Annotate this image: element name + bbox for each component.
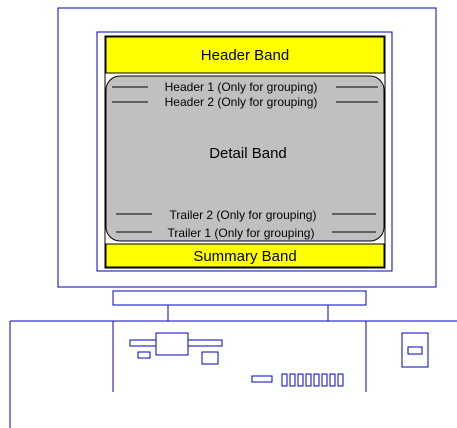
drive-slot-right	[187, 339, 223, 347]
vent-slot	[305, 373, 312, 387]
indicator-right	[201, 351, 219, 365]
power-slot	[251, 375, 273, 383]
side-unit	[401, 332, 429, 368]
drive-bay-center	[155, 332, 189, 356]
header1-label: Header 1 (Only for grouping)	[165, 80, 318, 94]
trailer1-label: Trailer 1 (Only for grouping)	[168, 226, 315, 240]
vent-slot	[321, 373, 328, 387]
monitor-outer-frame	[57, 7, 437, 288]
detail-band	[105, 75, 385, 242]
vent-slot	[313, 373, 320, 387]
vent-slot	[281, 373, 288, 387]
summary-band-label: Summary Band	[193, 248, 296, 265]
side-unit-slot	[407, 346, 423, 355]
drive-slot-left	[129, 339, 157, 347]
vent-slot	[337, 373, 344, 387]
vent-slot	[297, 373, 304, 387]
monitor-base	[112, 290, 367, 306]
header-band	[105, 36, 385, 74]
detail-band-label: Detail Band	[209, 145, 287, 162]
indicator-left	[137, 351, 151, 359]
vent-slot	[329, 373, 336, 387]
trailer2-label: Trailer 2 (Only for grouping)	[170, 208, 317, 222]
summary-band	[105, 243, 385, 268]
vent-slot	[289, 373, 296, 387]
monitor-screen	[96, 31, 393, 272]
vent-grille	[281, 373, 344, 387]
header2-label: Header 2 (Only for grouping)	[165, 95, 318, 109]
header-band-label: Header Band	[201, 47, 289, 64]
